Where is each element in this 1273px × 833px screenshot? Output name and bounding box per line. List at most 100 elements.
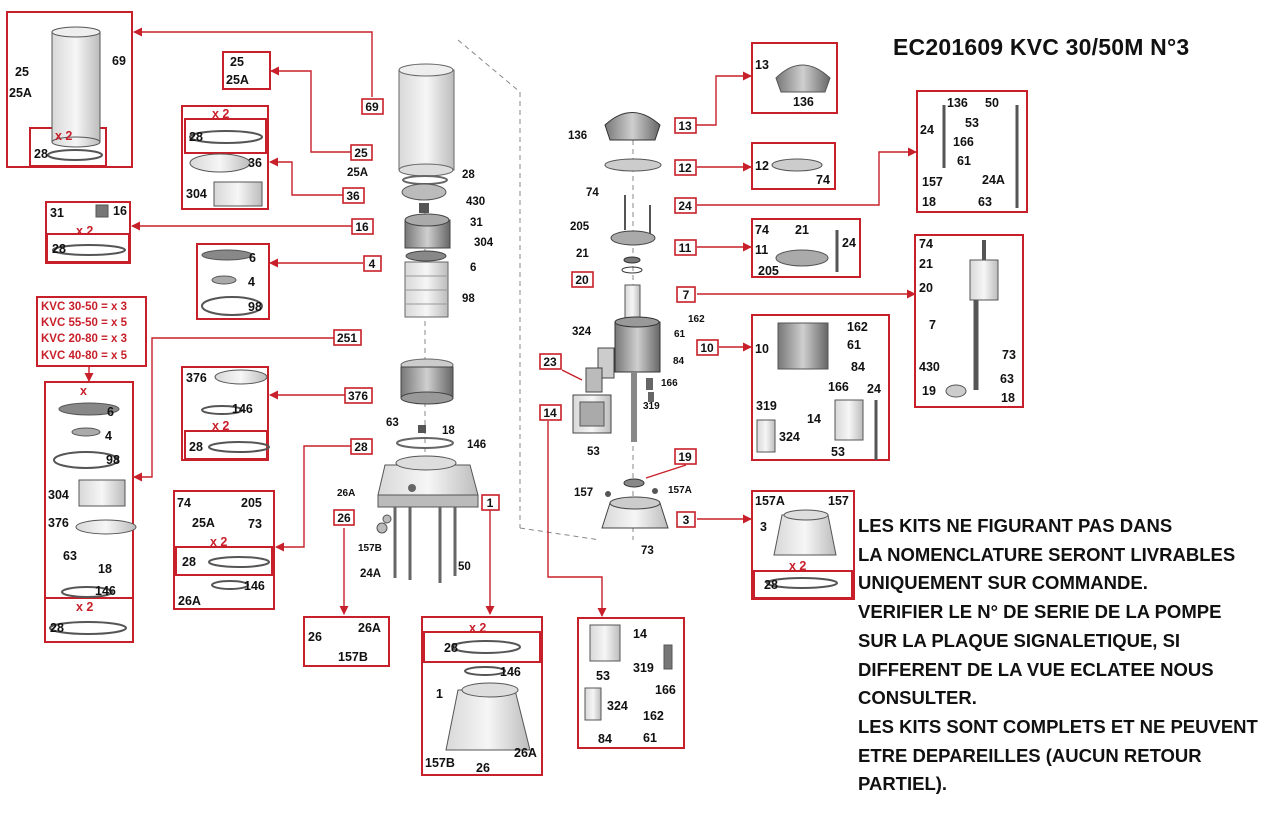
kit-label: 23 bbox=[543, 355, 557, 369]
kit-tags[interactable]: 69 25 36 16 4 251 376 28 26 1 13 12 24 1… bbox=[333, 98, 719, 528]
kit-label: 3 bbox=[683, 513, 690, 527]
kit-label: 10 bbox=[700, 341, 714, 355]
notice-text: LES KITS NE FIGURANT PAS DANS LA NOMENCL… bbox=[858, 512, 1258, 799]
kit-label: 4 bbox=[369, 257, 376, 271]
kit-tag-14[interactable]: 14 bbox=[539, 404, 562, 421]
part-label: 63 bbox=[978, 195, 992, 209]
part-label: 84 bbox=[598, 732, 612, 746]
kit-tag-10[interactable]: 10 bbox=[696, 339, 719, 356]
kit-tag-1[interactable]: 1 bbox=[481, 494, 500, 511]
callout: 53 bbox=[587, 446, 600, 458]
part-label: 24 bbox=[867, 382, 881, 396]
callout: 157 bbox=[574, 487, 593, 499]
part-label: 146 bbox=[95, 584, 116, 598]
kit-tag-26[interactable]: 26 bbox=[333, 509, 355, 526]
part-label: 26 bbox=[476, 761, 490, 775]
kit-tag-4[interactable]: 4 bbox=[363, 255, 382, 272]
part-label: 73 bbox=[1002, 348, 1016, 362]
kit-label: 24 bbox=[678, 199, 692, 213]
part-label: 28 bbox=[34, 147, 48, 161]
part-label: 319 bbox=[633, 661, 654, 675]
part-label: 136 bbox=[947, 96, 968, 110]
part-label: 25 bbox=[15, 65, 29, 79]
part-label: 430 bbox=[919, 360, 940, 374]
part-label: 28 bbox=[189, 130, 203, 144]
kit-tag-16[interactable]: 16 bbox=[351, 218, 374, 235]
kit-label: 19 bbox=[678, 450, 692, 464]
callout: 304 bbox=[474, 237, 494, 249]
callout: 61 bbox=[674, 329, 686, 340]
callout: 205 bbox=[570, 221, 590, 233]
multiplier-label: x 2 bbox=[55, 129, 72, 143]
kit-tag-25[interactable]: 25 bbox=[350, 144, 373, 161]
kit-label: 16 bbox=[355, 220, 369, 234]
part-label: 18 bbox=[1001, 391, 1015, 405]
kit-tag-24[interactable]: 24 bbox=[674, 197, 697, 214]
notice-line: CONSULTER. bbox=[858, 687, 977, 709]
part-label: 6 bbox=[107, 405, 114, 419]
notice-line: LES KITS NE FIGURANT PAS DANS bbox=[858, 515, 1173, 536]
part-label: 28 bbox=[182, 555, 196, 569]
multiplier-label: x 2 bbox=[469, 621, 486, 635]
part-label: 61 bbox=[957, 154, 971, 168]
callout: 430 bbox=[466, 196, 485, 208]
kit-box-labels: 25 25A 69 28 25 25A 28 36 304 31 16 28 6… bbox=[9, 54, 1016, 775]
part-label: 4 bbox=[105, 429, 112, 443]
part-label: 205 bbox=[241, 496, 262, 510]
kit-label: 376 bbox=[348, 389, 368, 403]
part-label: 376 bbox=[186, 371, 207, 385]
multiplier-label: x 2 bbox=[212, 419, 229, 433]
kvc-row: KVC 40-80 = x 5 bbox=[41, 349, 127, 362]
callout: 63 bbox=[386, 417, 399, 429]
part-label: 26A bbox=[358, 621, 381, 635]
notice-line: UNIQUEMENT SUR COMMANDE. bbox=[858, 572, 1148, 594]
kit-label: 69 bbox=[365, 100, 379, 114]
part-label: 28 bbox=[444, 641, 458, 655]
part-label: 157A bbox=[755, 494, 785, 508]
part-label: 166 bbox=[953, 135, 974, 149]
part-label: 6 bbox=[249, 251, 256, 265]
kit-tag-36[interactable]: 36 bbox=[342, 187, 365, 204]
callout: 50 bbox=[458, 561, 471, 573]
part-label: 18 bbox=[98, 562, 112, 576]
part-label: 74 bbox=[816, 173, 830, 187]
multiplier-label: x 2 bbox=[210, 535, 227, 549]
part-label: 74 bbox=[177, 496, 191, 510]
part-label: 28 bbox=[189, 440, 203, 454]
kit-tag-20[interactable]: 20 bbox=[571, 271, 594, 288]
part-label: 376 bbox=[48, 516, 69, 530]
kit-tag-376[interactable]: 376 bbox=[344, 387, 373, 404]
callout: 6 bbox=[470, 262, 476, 274]
kit-tag-11[interactable]: 11 bbox=[674, 239, 697, 256]
part-label: 24A bbox=[982, 173, 1005, 187]
callout: 98 bbox=[462, 293, 475, 305]
kit-tag-7[interactable]: 7 bbox=[676, 286, 696, 303]
part-label: 324 bbox=[779, 430, 800, 444]
callout: 157A bbox=[668, 485, 692, 496]
kit-tag-19[interactable]: 19 bbox=[674, 448, 697, 465]
kvc-row: KVC 55-50 = x 5 bbox=[41, 317, 127, 330]
part-label: 19 bbox=[922, 384, 936, 398]
callout: 84 bbox=[673, 356, 685, 367]
kit-label: 28 bbox=[354, 440, 368, 454]
part-label: 53 bbox=[965, 116, 979, 130]
kit-tag-251[interactable]: 251 bbox=[333, 329, 362, 346]
part-label: 157 bbox=[828, 494, 849, 508]
kit-tag-69[interactable]: 69 bbox=[361, 98, 384, 115]
kit-label: 36 bbox=[346, 189, 360, 203]
part-label: 73 bbox=[248, 517, 262, 531]
part-callouts: 25A 28 430 31 304 6 98 63 18 146 26A 157… bbox=[337, 130, 705, 580]
kit-tag-3[interactable]: 3 bbox=[676, 511, 696, 528]
kit-label: 251 bbox=[337, 331, 357, 345]
kit-tag-13[interactable]: 13 bbox=[674, 117, 697, 134]
diagram-title: EC201609 KVC 30/50M N°3 bbox=[893, 34, 1190, 60]
callout: 162 bbox=[688, 314, 705, 325]
callout: 324 bbox=[572, 326, 592, 338]
callout: 31 bbox=[470, 217, 483, 229]
kit-tag-12[interactable]: 12 bbox=[674, 159, 697, 176]
kit-tag-28[interactable]: 28 bbox=[350, 438, 373, 455]
part-label: 74 bbox=[919, 237, 933, 251]
part-label: 14 bbox=[807, 412, 821, 426]
kit-tag-23[interactable]: 23 bbox=[539, 353, 562, 370]
part-label: 63 bbox=[1000, 372, 1014, 386]
